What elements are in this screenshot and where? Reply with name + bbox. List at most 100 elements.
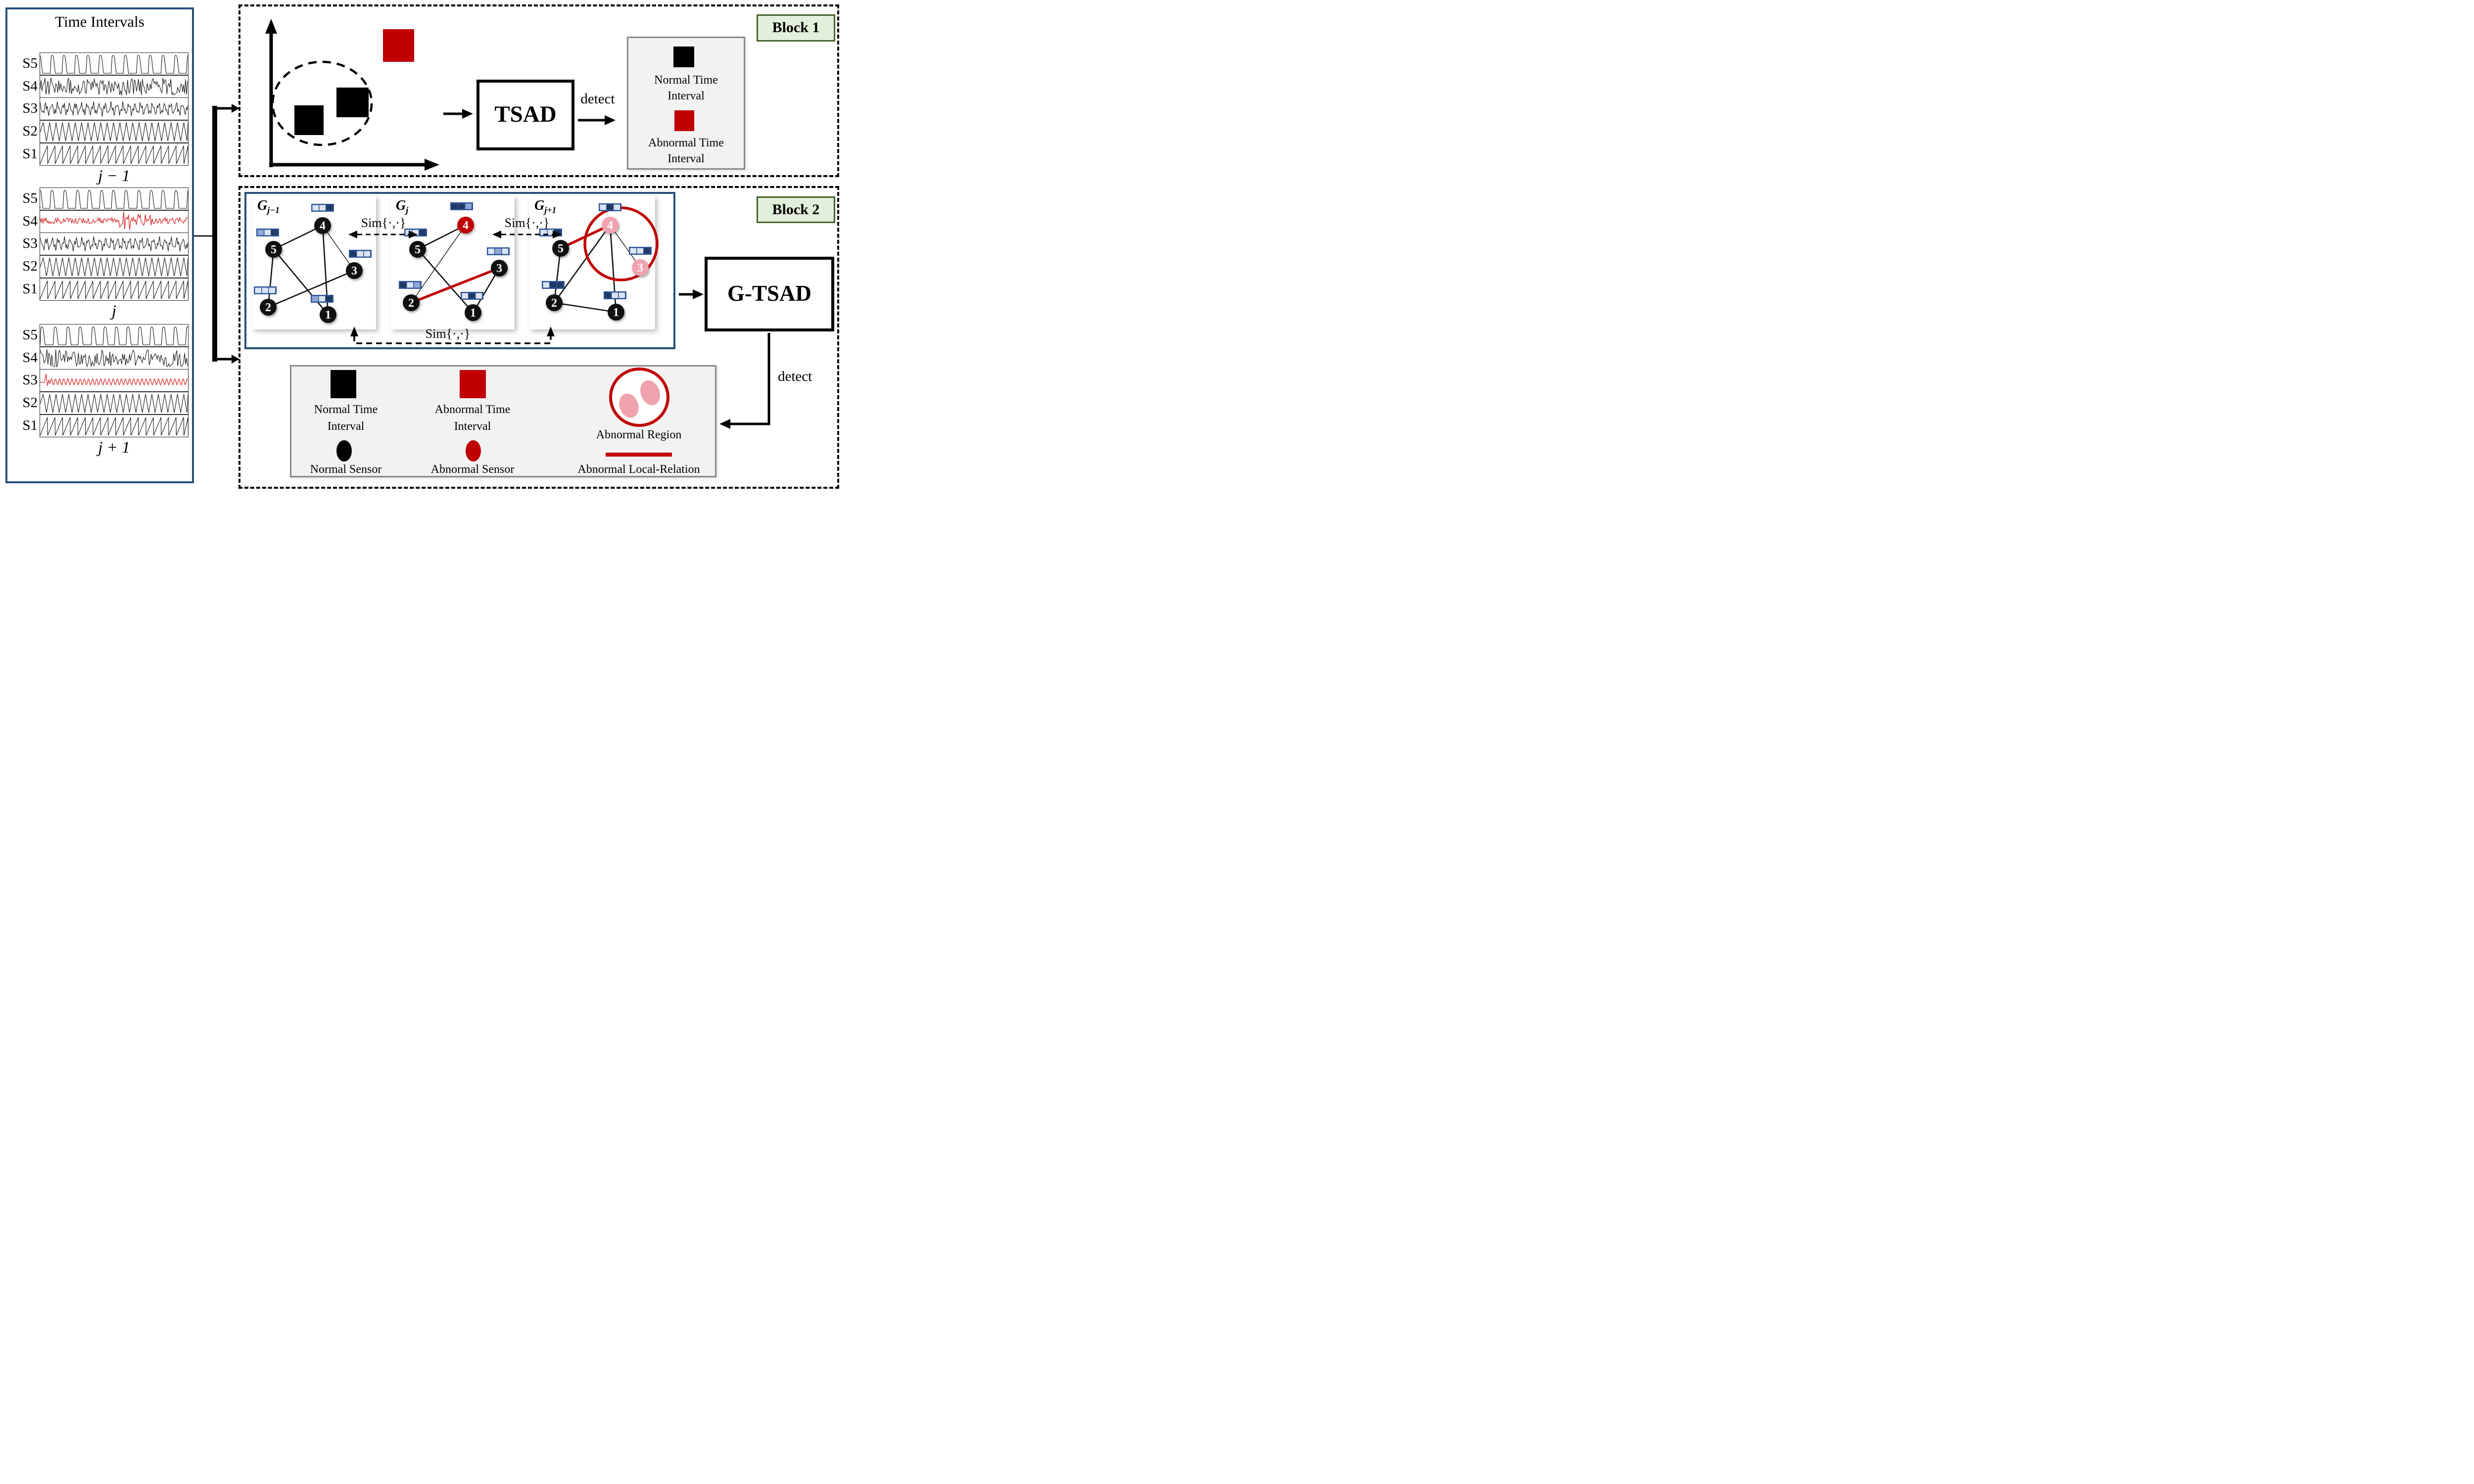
signal-row-s3 xyxy=(40,232,189,256)
legend-label: Abnormal Local-Relation xyxy=(577,463,700,476)
signal-row-s1 xyxy=(40,142,189,166)
normal-sensor-node xyxy=(409,241,426,258)
abnormal-relation-edge xyxy=(411,267,500,304)
graph-edge xyxy=(273,249,329,315)
signal-label: S4 xyxy=(22,213,38,229)
legend-label: Normal Time xyxy=(314,403,378,416)
waveform-noise xyxy=(40,349,188,368)
interval-index-label: j xyxy=(111,302,117,320)
sensor-node-number: 5 xyxy=(558,242,564,255)
normal-sensor-node xyxy=(608,304,624,321)
signal-label: S4 xyxy=(22,78,38,94)
waveform-saw xyxy=(40,417,189,436)
signal-row-s5 xyxy=(40,324,191,347)
signal-label: S2 xyxy=(22,395,38,411)
normal-sensor-node xyxy=(314,217,331,234)
normal-sensor-swatch xyxy=(336,440,352,462)
graph-label: Gj−1 xyxy=(257,198,280,215)
gtsad-box: G-TSAD xyxy=(705,257,834,331)
block1-label: Block 1 xyxy=(757,14,835,42)
signal-row-s1 xyxy=(40,414,189,437)
abnormal-sensor-node xyxy=(602,217,618,233)
normal-sensor-node xyxy=(465,304,481,321)
signal-row-s2 xyxy=(40,255,189,278)
signal-label: S2 xyxy=(22,258,38,275)
signal-row-s3 xyxy=(40,97,189,121)
normal-sensor-node xyxy=(552,240,569,257)
signal-row-s4 xyxy=(40,210,189,233)
normal-sensor-node xyxy=(265,241,282,258)
graph-edge xyxy=(417,249,474,313)
block2-label: Block 2 xyxy=(757,196,835,223)
legend-label: Interval xyxy=(667,90,705,102)
waveform-jagged xyxy=(40,236,189,252)
signal-row-s3 xyxy=(40,369,189,392)
interval-index-label: j − 1 xyxy=(98,167,130,185)
abnormal-region-swatch xyxy=(609,368,669,427)
signal-label: S1 xyxy=(22,280,38,297)
abnormal-sensor-node xyxy=(457,217,474,233)
signal-label: S5 xyxy=(22,55,38,71)
signal-label: S5 xyxy=(22,190,38,206)
abnormal-sensor-node xyxy=(632,259,649,276)
legend-label: Interval xyxy=(327,420,365,433)
abnormal-interval-swatch xyxy=(674,110,694,131)
sensor-node-number: 2 xyxy=(408,297,414,310)
waveform-noise xyxy=(40,77,188,95)
abnormal-sensor-swatch xyxy=(466,440,481,462)
sensor-node-number: 2 xyxy=(265,301,271,314)
graph-edge xyxy=(553,248,562,303)
legend-label: Abnormal Sensor xyxy=(430,463,515,476)
sensor-node-number: 2 xyxy=(551,297,557,310)
signal-label: S3 xyxy=(22,372,38,388)
normal-interval-swatch xyxy=(673,46,694,67)
signal-row-s2 xyxy=(40,120,189,143)
normal-sensor-node xyxy=(403,294,420,311)
block2-container xyxy=(238,186,839,489)
legend-label: Abnormal Region xyxy=(596,428,682,441)
graph-edge xyxy=(553,225,611,303)
sensor-node-number: 3 xyxy=(351,265,357,278)
graph-label: Gj+1 xyxy=(534,198,557,215)
graph-edge xyxy=(322,225,355,271)
abnormal-relation-swatch xyxy=(606,453,672,457)
graph-edge xyxy=(411,225,466,303)
graph-edge xyxy=(472,268,500,313)
normal-sensor-node xyxy=(491,260,508,277)
signal-label: S2 xyxy=(22,123,38,139)
graph-edge xyxy=(417,224,466,250)
graph-edge xyxy=(267,249,275,308)
signal-label: S3 xyxy=(22,235,38,252)
sensor-node-number: 1 xyxy=(470,307,476,320)
sim-label-bottom: Sim{·,·} xyxy=(425,326,471,341)
sensor-node-number: 4 xyxy=(320,220,326,232)
normal-sensor-node xyxy=(546,294,563,311)
legend-label: Normal Sensor xyxy=(310,463,382,476)
tsad-box: TSAD xyxy=(476,80,574,150)
waveform-noise_burst xyxy=(40,211,188,230)
signal-row-s4 xyxy=(40,75,189,98)
signal-label: S4 xyxy=(22,349,38,366)
block1-container xyxy=(238,4,839,177)
legend-label: Abnormal Time xyxy=(648,137,724,149)
signal-row-s5 xyxy=(38,187,192,210)
sim-label-left: Sim{·,·} xyxy=(361,216,406,230)
waveform-pulse xyxy=(38,190,192,209)
waveform-peaks xyxy=(40,257,189,277)
graph-edge xyxy=(554,302,617,313)
waveform-jagged xyxy=(40,101,189,117)
sensor-node-number: 3 xyxy=(496,262,502,275)
sensor-node-number: 1 xyxy=(325,309,331,322)
panel-title: Time Intervals xyxy=(55,13,144,30)
waveform-peaks xyxy=(40,122,189,141)
legend-label: Abnormal Time xyxy=(434,403,511,416)
waveform-peaks xyxy=(40,394,189,413)
graph-edge xyxy=(610,225,641,268)
